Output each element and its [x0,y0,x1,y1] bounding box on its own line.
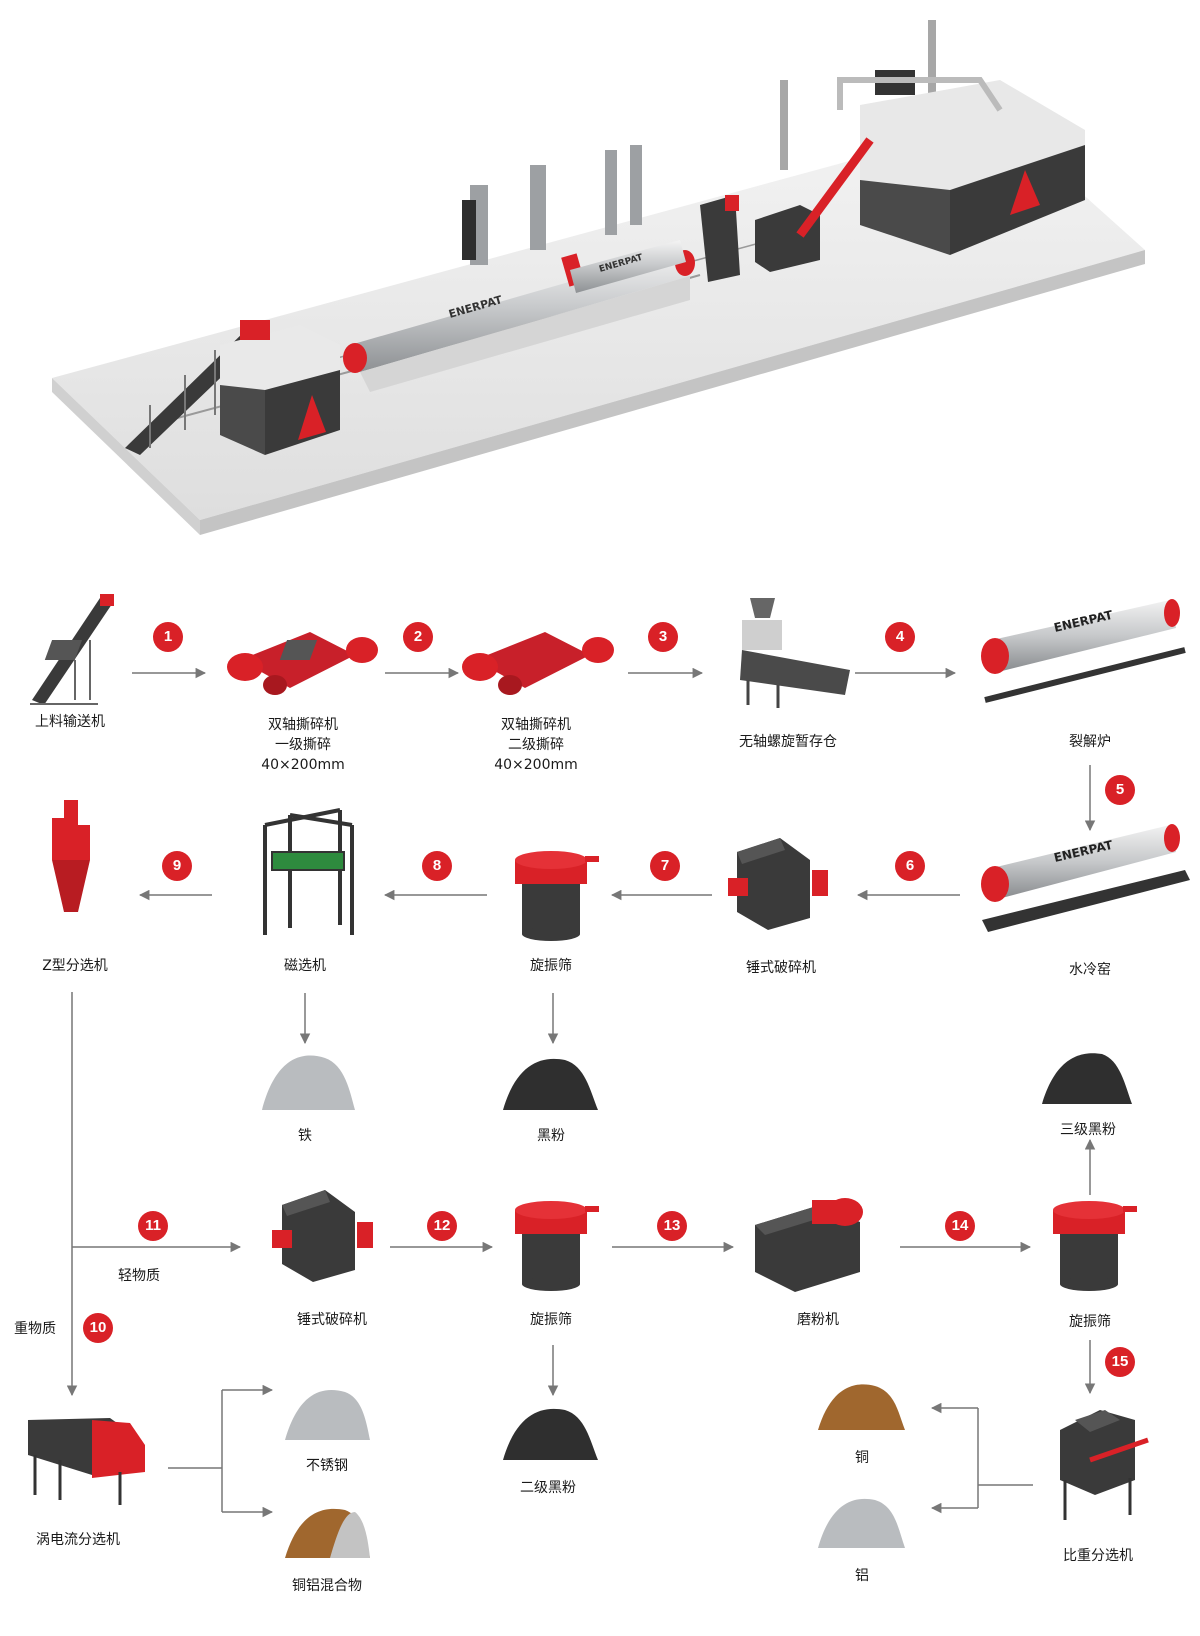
output-label-black2: 二级黑粉 [520,1480,576,1496]
output-label-black3: 三级黑粉 [1060,1122,1116,1138]
heavy-material-label: 重物质 [14,1321,56,1337]
grinding-mill-icon [755,1198,863,1292]
pile-aluminum [818,1498,905,1548]
step-badge: 14 [945,1211,975,1241]
step-label-sieve1: 旋振筛 [530,958,572,974]
step-badge: 4 [885,622,915,652]
shaftless-screw-bin-icon [740,598,850,708]
step-label-hammer2: 锤式破碎机 [297,1312,367,1328]
output-label-stainless: 不锈钢 [306,1458,348,1474]
output-label-black1: 黑粉 [537,1128,565,1144]
pile-iron [262,1055,355,1110]
step-badge: 11 [138,1211,168,1241]
step-badge: 6 [895,851,925,881]
step-label-pyrolysis: 裂解炉 [1069,734,1111,750]
dual-shaft-shredder-icon [44,632,378,695]
step-badge: 2 [403,622,433,652]
step-label-screw-bin: 无轴螺旋暂存仓 [739,734,837,750]
step-label-sieve2: 旋振筛 [530,1312,572,1328]
magnetic-separator-icon [263,808,354,935]
step-label-shredder1: 双轴撕碎机 一级撕碎 40×200mm [261,717,345,773]
step-label-water-kiln: 水冷窑 [1069,962,1111,978]
step-badge: 7 [650,851,680,881]
step-label-magnet: 磁选机 [284,958,326,974]
vibrating-sieve-icon [515,851,599,941]
step-badge: 3 [648,622,678,652]
step-badge: 5 [1105,775,1135,805]
step-label-feeder: 上料输送机 [35,714,105,730]
pile-copper [818,1384,905,1430]
gravity-separator-icon [1060,1410,1149,1520]
output-label-cual: 铜铝混合物 [292,1578,362,1594]
light-material-label: 轻物质 [118,1268,160,1284]
middle-unit [700,195,740,282]
output-label-aluminum: 铝 [855,1568,869,1584]
eddy-current-separator-icon [28,1418,145,1505]
step-badge: 12 [427,1211,457,1241]
step-badge: 8 [422,851,452,881]
step-label-zsep: Z型分选机 [42,958,108,974]
step-label-shredder2: 双轴撕碎机 二级撕碎 40×200mm [494,717,578,773]
step-badge: 9 [162,851,192,881]
output-label-copper: 铜 [855,1450,869,1466]
z-separator-icon [52,800,90,912]
vibrating-sieve-icon [1053,1201,1137,1291]
step-label-eddy: 涡电流分选机 [36,1532,120,1548]
step-label-sieve3: 旋振筛 [1069,1314,1111,1330]
pile-stainless [285,1389,370,1440]
pile-black2 [503,1408,598,1460]
pile-black3 [1042,1053,1132,1104]
hammer-crusher-icon [728,838,828,930]
plant-overview-illustration: ENERPAT ENERPAT [52,20,1145,535]
flow-arrows [66,667,1096,1518]
step-badge: 1 [153,622,183,652]
step-label-gravity: 比重分选机 [1063,1548,1133,1564]
step-label-mill: 磨粉机 [797,1312,839,1328]
vibrating-sieve-icon [515,1201,599,1291]
step-badge: 15 [1105,1347,1135,1377]
water-cooled-kiln-icon: ENERPAT [981,824,1190,932]
output-piles [262,1053,1132,1558]
hammer-crusher-icon [272,1190,373,1282]
pile-black1 [503,1058,598,1110]
pyrolysis-kiln-icon: ENERPAT [981,599,1186,703]
step-label-hammer1: 锤式破碎机 [746,960,816,976]
output-label-iron: 铁 [298,1128,312,1144]
step-badge: 10 [83,1313,113,1343]
step-badge: 13 [657,1211,687,1241]
dual-shaft-shredder-icon [279,632,614,695]
